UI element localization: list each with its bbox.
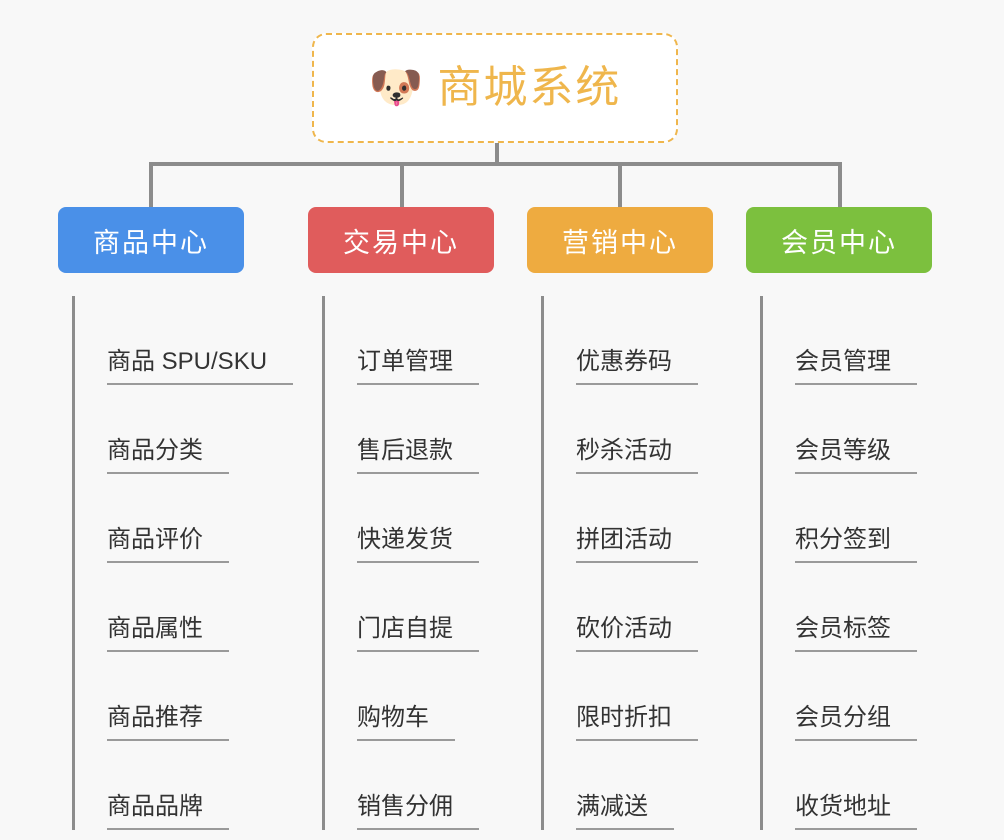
branch-items: 订单管理 售后退款 快递发货 门店自提 购物车 销售分佣 <box>308 296 494 830</box>
list-item-label: 订单管理 <box>357 350 479 385</box>
root-node-card[interactable]: 🐶 商城系统 <box>312 33 678 143</box>
branch-items: 商品 SPU/SKU 商品分类 商品评价 商品属性 商品推荐 商品品牌 <box>58 296 294 830</box>
list-item[interactable]: 积分签到 <box>762 474 932 563</box>
branch-items: 优惠券码 秒杀活动 拼团活动 砍价活动 限时折扣 满减送 <box>527 296 713 830</box>
branch-spine <box>322 296 325 830</box>
connector-drop-1 <box>149 162 153 208</box>
connector-drop-2 <box>400 162 404 208</box>
list-item[interactable]: 门店自提 <box>324 563 494 652</box>
list-item[interactable]: 商品推荐 <box>74 652 244 741</box>
list-item[interactable]: 满减送 <box>543 741 713 830</box>
branch-header-label: 商品中心 <box>93 227 209 258</box>
list-item-label: 会员管理 <box>795 350 917 385</box>
branch-header-member-center[interactable]: 会员中心 <box>746 207 932 273</box>
list-item-label: 满减送 <box>576 795 674 830</box>
branch-column: 交易中心 订单管理 售后退款 快递发货 门店自提 购物车 销售分佣 <box>308 207 494 830</box>
list-item-label: 快递发货 <box>357 528 479 563</box>
list-item[interactable]: 商品属性 <box>74 563 244 652</box>
branch-spine <box>541 296 544 830</box>
list-item-label: 拼团活动 <box>576 528 698 563</box>
list-item-label: 购物车 <box>357 706 455 741</box>
list-item[interactable]: 商品品牌 <box>74 741 244 830</box>
list-item[interactable]: 砍价活动 <box>543 563 713 652</box>
branch-header-label: 交易中心 <box>343 227 459 258</box>
branch-items: 会员管理 会员等级 积分签到 会员标签 会员分组 收货地址 <box>746 296 932 830</box>
list-item-label: 商品分类 <box>107 439 229 474</box>
list-item-label: 砍价活动 <box>576 617 698 652</box>
branch-spine <box>760 296 763 830</box>
root-node-title: 商城系统 <box>437 63 622 112</box>
list-item[interactable]: 订单管理 <box>324 296 494 385</box>
list-item-label: 商品属性 <box>107 617 229 652</box>
list-item-label: 商品 SPU/SKU <box>107 350 294 385</box>
branch-column: 商品中心 商品 SPU/SKU 商品分类 商品评价 商品属性 商品推荐 商品品牌 <box>58 207 294 830</box>
list-item-label: 秒杀活动 <box>576 439 698 474</box>
list-item[interactable]: 商品分类 <box>74 385 244 474</box>
connector-drop-3 <box>618 162 622 208</box>
list-item[interactable]: 会员等级 <box>762 385 932 474</box>
list-item[interactable]: 快递发货 <box>324 474 494 563</box>
list-item[interactable]: 拼团活动 <box>543 474 713 563</box>
branch-column: 会员中心 会员管理 会员等级 积分签到 会员标签 会员分组 收货地址 <box>746 207 932 830</box>
branch-column: 营销中心 优惠券码 秒杀活动 拼团活动 砍价活动 限时折扣 满减送 <box>527 207 713 830</box>
connector-drop-4 <box>838 162 842 208</box>
list-item-label: 商品评价 <box>107 528 229 563</box>
branch-header-trade-center[interactable]: 交易中心 <box>308 207 494 273</box>
branch-header-product-center[interactable]: 商品中心 <box>58 207 244 273</box>
connector-root-stem <box>495 143 499 164</box>
dog-face-icon: 🐶 <box>368 63 424 112</box>
list-item[interactable]: 商品 SPU/SKU <box>74 296 294 385</box>
list-item-label: 会员等级 <box>795 439 917 474</box>
list-item-label: 商品推荐 <box>107 706 229 741</box>
list-item[interactable]: 秒杀活动 <box>543 385 713 474</box>
list-item[interactable]: 收货地址 <box>762 741 932 830</box>
branch-spine <box>72 296 75 830</box>
list-item-label: 会员标签 <box>795 617 917 652</box>
list-item[interactable]: 会员管理 <box>762 296 932 385</box>
list-item-label: 积分签到 <box>795 528 917 563</box>
list-item-label: 限时折扣 <box>576 706 698 741</box>
list-item[interactable]: 售后退款 <box>324 385 494 474</box>
list-item[interactable]: 限时折扣 <box>543 652 713 741</box>
list-item-label: 会员分组 <box>795 706 917 741</box>
list-item[interactable]: 会员分组 <box>762 652 932 741</box>
list-item[interactable]: 商品评价 <box>74 474 244 563</box>
branch-header-label: 营销中心 <box>562 227 678 258</box>
list-item-label: 商品品牌 <box>107 795 229 830</box>
list-item-label: 优惠券码 <box>576 350 698 385</box>
list-item-label: 售后退款 <box>357 439 479 474</box>
list-item-label: 收货地址 <box>795 795 917 830</box>
list-item[interactable]: 销售分佣 <box>324 741 494 830</box>
branch-header-label: 会员中心 <box>781 227 897 258</box>
branch-header-marketing-center[interactable]: 营销中心 <box>527 207 713 273</box>
list-item[interactable]: 会员标签 <box>762 563 932 652</box>
list-item[interactable]: 购物车 <box>324 652 494 741</box>
connector-horizontal-bus <box>149 162 842 166</box>
list-item-label: 门店自提 <box>357 617 479 652</box>
list-item[interactable]: 优惠券码 <box>543 296 713 385</box>
list-item-label: 销售分佣 <box>357 795 479 830</box>
